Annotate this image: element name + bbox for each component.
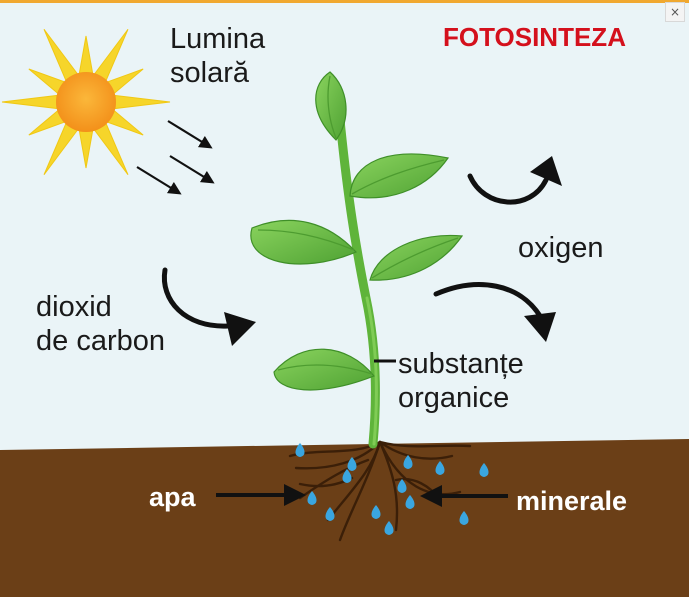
- sunlight-label-line-1: Lumina: [170, 23, 266, 55]
- leaf-right-middle: [369, 234, 464, 281]
- co2-label-line-2: de carbon: [36, 325, 165, 357]
- sunlight-label-line-2: solară: [170, 57, 249, 89]
- leaf-veins: [257, 75, 459, 375]
- oxygen-arrow-upper-icon: [467, 156, 562, 205]
- water-drop-icon: [295, 443, 305, 457]
- sunlight-arrows-icon: [136, 120, 215, 195]
- diagram-title: FOTOSINTEZA: [443, 22, 626, 52]
- water-label: apa: [149, 482, 196, 512]
- water-drop-icon: [347, 457, 357, 471]
- water-drops: [295, 443, 489, 535]
- organic-label-line-1: substanțe: [398, 348, 524, 380]
- organic-label-line-2: organice: [398, 382, 510, 414]
- water-drop-icon: [384, 521, 394, 535]
- soil: [0, 439, 689, 597]
- stem-highlight: [365, 296, 378, 446]
- water-arrow-icon: [216, 484, 306, 506]
- leaf-left-lower: [273, 348, 375, 391]
- minerals-arrow-icon: [420, 485, 508, 507]
- water-drop-icon: [371, 505, 381, 519]
- close-button[interactable]: ×: [665, 2, 685, 22]
- organic-substances-label: substanțe organice: [398, 347, 524, 415]
- oxygen-label: oxigen: [518, 232, 604, 264]
- water-drop-icon: [405, 495, 415, 509]
- water-drop-icon: [435, 461, 445, 475]
- oxygen-arrow-lower-icon: [433, 282, 556, 342]
- water-drop-icon: [397, 479, 407, 493]
- sunlight-label: Lumina solară: [170, 22, 265, 90]
- water-drop-icon: [403, 455, 413, 469]
- water-drop-icon: [307, 491, 317, 505]
- sun-icon: [1, 28, 171, 176]
- top-border: [0, 0, 689, 3]
- co2-label: dioxid de carbon: [36, 290, 165, 358]
- close-icon: ×: [669, 5, 681, 19]
- water-drop-icon: [342, 469, 352, 483]
- minerals-label: minerale: [516, 486, 628, 516]
- water-drop-icon: [479, 463, 489, 477]
- co2-label-line-1: dioxid: [36, 291, 112, 323]
- co2-arrow-icon: [161, 267, 256, 346]
- water-drop-icon: [459, 511, 469, 525]
- sun-core: [56, 72, 116, 132]
- water-drop-icon: [325, 507, 335, 521]
- leaf-top: [315, 71, 347, 141]
